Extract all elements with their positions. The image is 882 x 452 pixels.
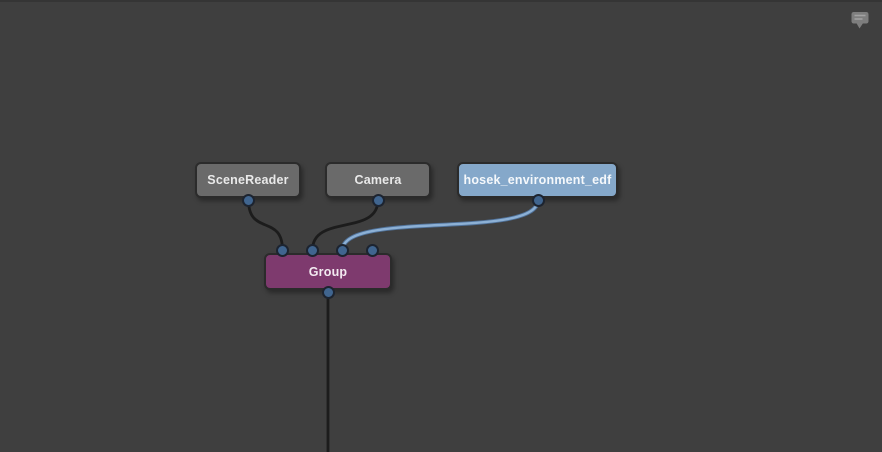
group-input-port-3[interactable] [336, 243, 349, 257]
group-output-port[interactable] [321, 285, 335, 299]
hosek-environment-edf-output-port[interactable] [531, 193, 545, 207]
node-scenereader-label: SceneReader [207, 173, 289, 187]
node-group[interactable]: Group [264, 253, 392, 290]
group-input-port-4[interactable] [366, 243, 379, 257]
group-input-port-1[interactable] [276, 243, 289, 257]
scenereader-output-port[interactable] [242, 193, 255, 207]
node-hosek-environment-edf-label: hosek_environment_edf [463, 173, 612, 187]
camera-output-port[interactable] [371, 193, 385, 207]
node-scenereader[interactable]: SceneReader [195, 162, 301, 198]
node-camera[interactable]: Camera [325, 162, 431, 198]
canvas-top-edge [0, 0, 882, 2]
node-camera-label: Camera [354, 173, 402, 187]
node-hosek-environment-edf[interactable]: hosek_environment_edf [457, 162, 618, 198]
comment-bubble-icon-glyph [851, 12, 869, 29]
edge-scenereader-to-group[interactable] [247, 198, 284, 252]
edge-camera-to-group[interactable] [311, 198, 380, 252]
group-input-port-2[interactable] [306, 243, 319, 257]
edge-hosek-to-group[interactable] [341, 198, 540, 252]
comment-bubble-icon[interactable] [849, 10, 871, 32]
node-group-label: Group [308, 264, 348, 279]
